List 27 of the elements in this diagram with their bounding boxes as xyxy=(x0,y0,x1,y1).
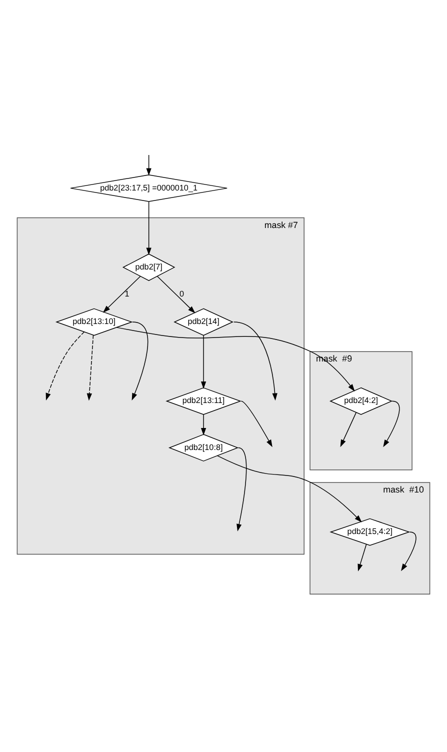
arrow xyxy=(240,400,272,448)
arrow xyxy=(46,332,84,400)
node-diamond: pdb2[13:11] xyxy=(166,387,242,415)
arrow xyxy=(102,276,141,313)
arrow xyxy=(116,327,355,392)
arrow xyxy=(401,532,416,572)
edge-label: 0 xyxy=(179,290,184,299)
edge-label: 1 xyxy=(124,290,130,299)
node-diamond: pdb2[15,4:2] xyxy=(330,518,410,546)
arrow xyxy=(233,322,278,401)
arrow xyxy=(86,334,94,401)
arrow xyxy=(216,455,362,522)
node-diamond: pdb2[14] xyxy=(174,308,234,336)
arrow xyxy=(200,414,206,436)
arrow xyxy=(146,154,152,176)
arrow xyxy=(146,201,152,256)
arrow xyxy=(340,412,356,448)
arrow xyxy=(132,322,148,401)
node-diamond: pdb2[13:10] xyxy=(55,308,133,336)
arrow xyxy=(200,335,206,389)
node-diamond: pdb2[10:8] xyxy=(168,434,239,462)
arrow xyxy=(157,276,196,314)
arrow xyxy=(236,447,247,532)
node-diamond: pdb2[7] xyxy=(122,254,176,282)
node-diamond: pdb2[4:2] xyxy=(330,387,393,415)
node-diamond: pdb2[23:17,5] =0000010_1 xyxy=(70,174,228,202)
arrow xyxy=(358,544,367,572)
